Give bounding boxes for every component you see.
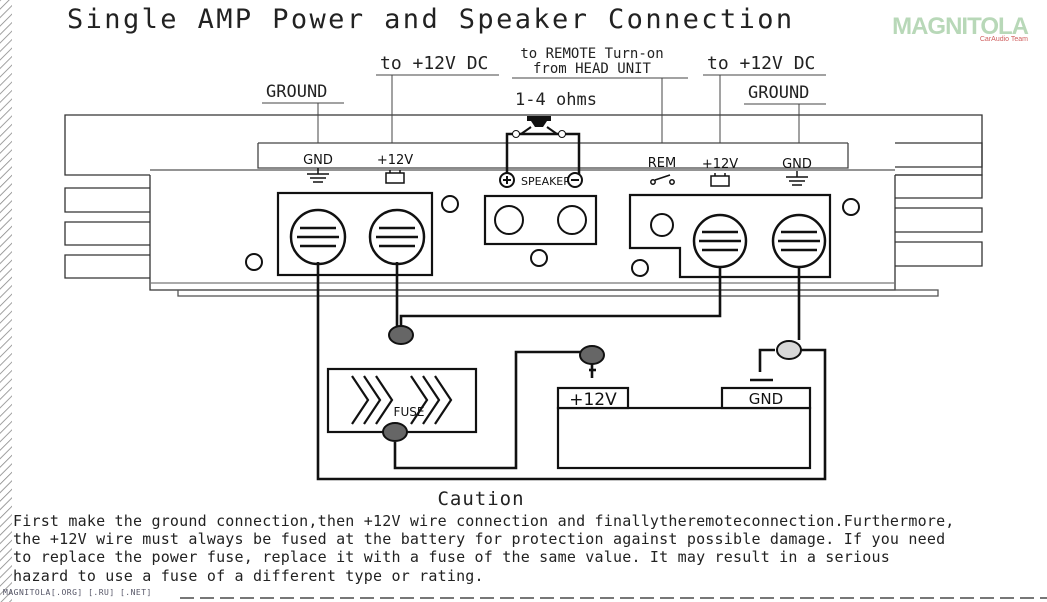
callout-remote-line1: to REMOTE Turn-on [520,46,663,62]
speaker-negative-terminal[interactable] [557,205,587,235]
speaker-terminal-block [483,194,598,246]
callout-ohms: 1-4 ohms [515,90,597,110]
remote-terminal[interactable] [650,213,674,237]
label-plus12-right: +12V [702,157,738,172]
callout-ground-left: GROUND [266,82,327,102]
logo-main-text: MAGNITOLA [892,13,1029,40]
fuse-input-connector[interactable] [388,325,414,345]
caution-text: First make the ground connection,then +1… [13,512,955,585]
ground-wire-loop [316,262,827,481]
callout-plus12-right: to +12V DC [707,53,815,74]
left-hatch-border [0,0,12,602]
brand-logo: MAGNITOLA CarAudio Team [892,13,1029,44]
right-ground-terminal[interactable] [771,213,827,269]
label-gnd-left: GND [303,153,333,168]
caution-title: Caution [437,488,525,510]
battery-positive-connector[interactable] [579,345,605,365]
right-power-terminal-block [628,193,832,279]
battery-negative-label: GND [749,390,783,408]
label-speaker: SPEAKER [521,175,571,188]
switch-icon [650,174,675,185]
left-plus12-terminal[interactable] [368,208,426,266]
ground-symbol-icon-right [786,171,808,186]
fuse-to-battery-wire [393,350,582,470]
wiring [316,262,827,481]
battery [556,386,812,470]
battery-ground-lead [758,348,775,372]
battery-icon [385,170,405,184]
label-gnd-right: GND [782,157,812,172]
callout-remote-line2: from HEAD UNIT [533,61,652,77]
fuse-output-connector[interactable] [382,422,408,442]
mounting-holes [245,195,860,277]
ground-symbol-icon [307,168,329,183]
callout-plus12-left: to +12V DC [380,53,488,74]
logo-sub-text: CarAudio Team [979,36,1028,43]
speaker-minus-sign-icon [567,172,583,188]
plus12-bridge-wire [399,266,722,332]
page-title: Single AMP Power and Speaker Connection [67,4,795,35]
battery-positive-label: +12V [569,390,617,410]
speaker-plus-sign-icon [499,172,515,188]
right-plus12-terminal[interactable] [692,213,748,269]
speaker-positive-terminal[interactable] [494,205,524,235]
amplifier-chassis [64,114,983,297]
footer-url: MAGNITOLA[.ORG] [.RU] [.NET] [3,588,152,597]
battery-icon-right [710,173,730,187]
label-rem: REM [648,156,676,171]
fuse-label: FUSE [394,405,425,419]
label-plus12-left: +12V [377,153,413,168]
left-ground-terminal[interactable] [289,208,347,266]
callout-ground-right: GROUND [748,83,809,103]
fuse-icon [326,367,478,434]
battery-ground-connector[interactable] [776,340,802,360]
speaker-icon [505,116,581,176]
left-power-terminal-block [276,191,434,277]
